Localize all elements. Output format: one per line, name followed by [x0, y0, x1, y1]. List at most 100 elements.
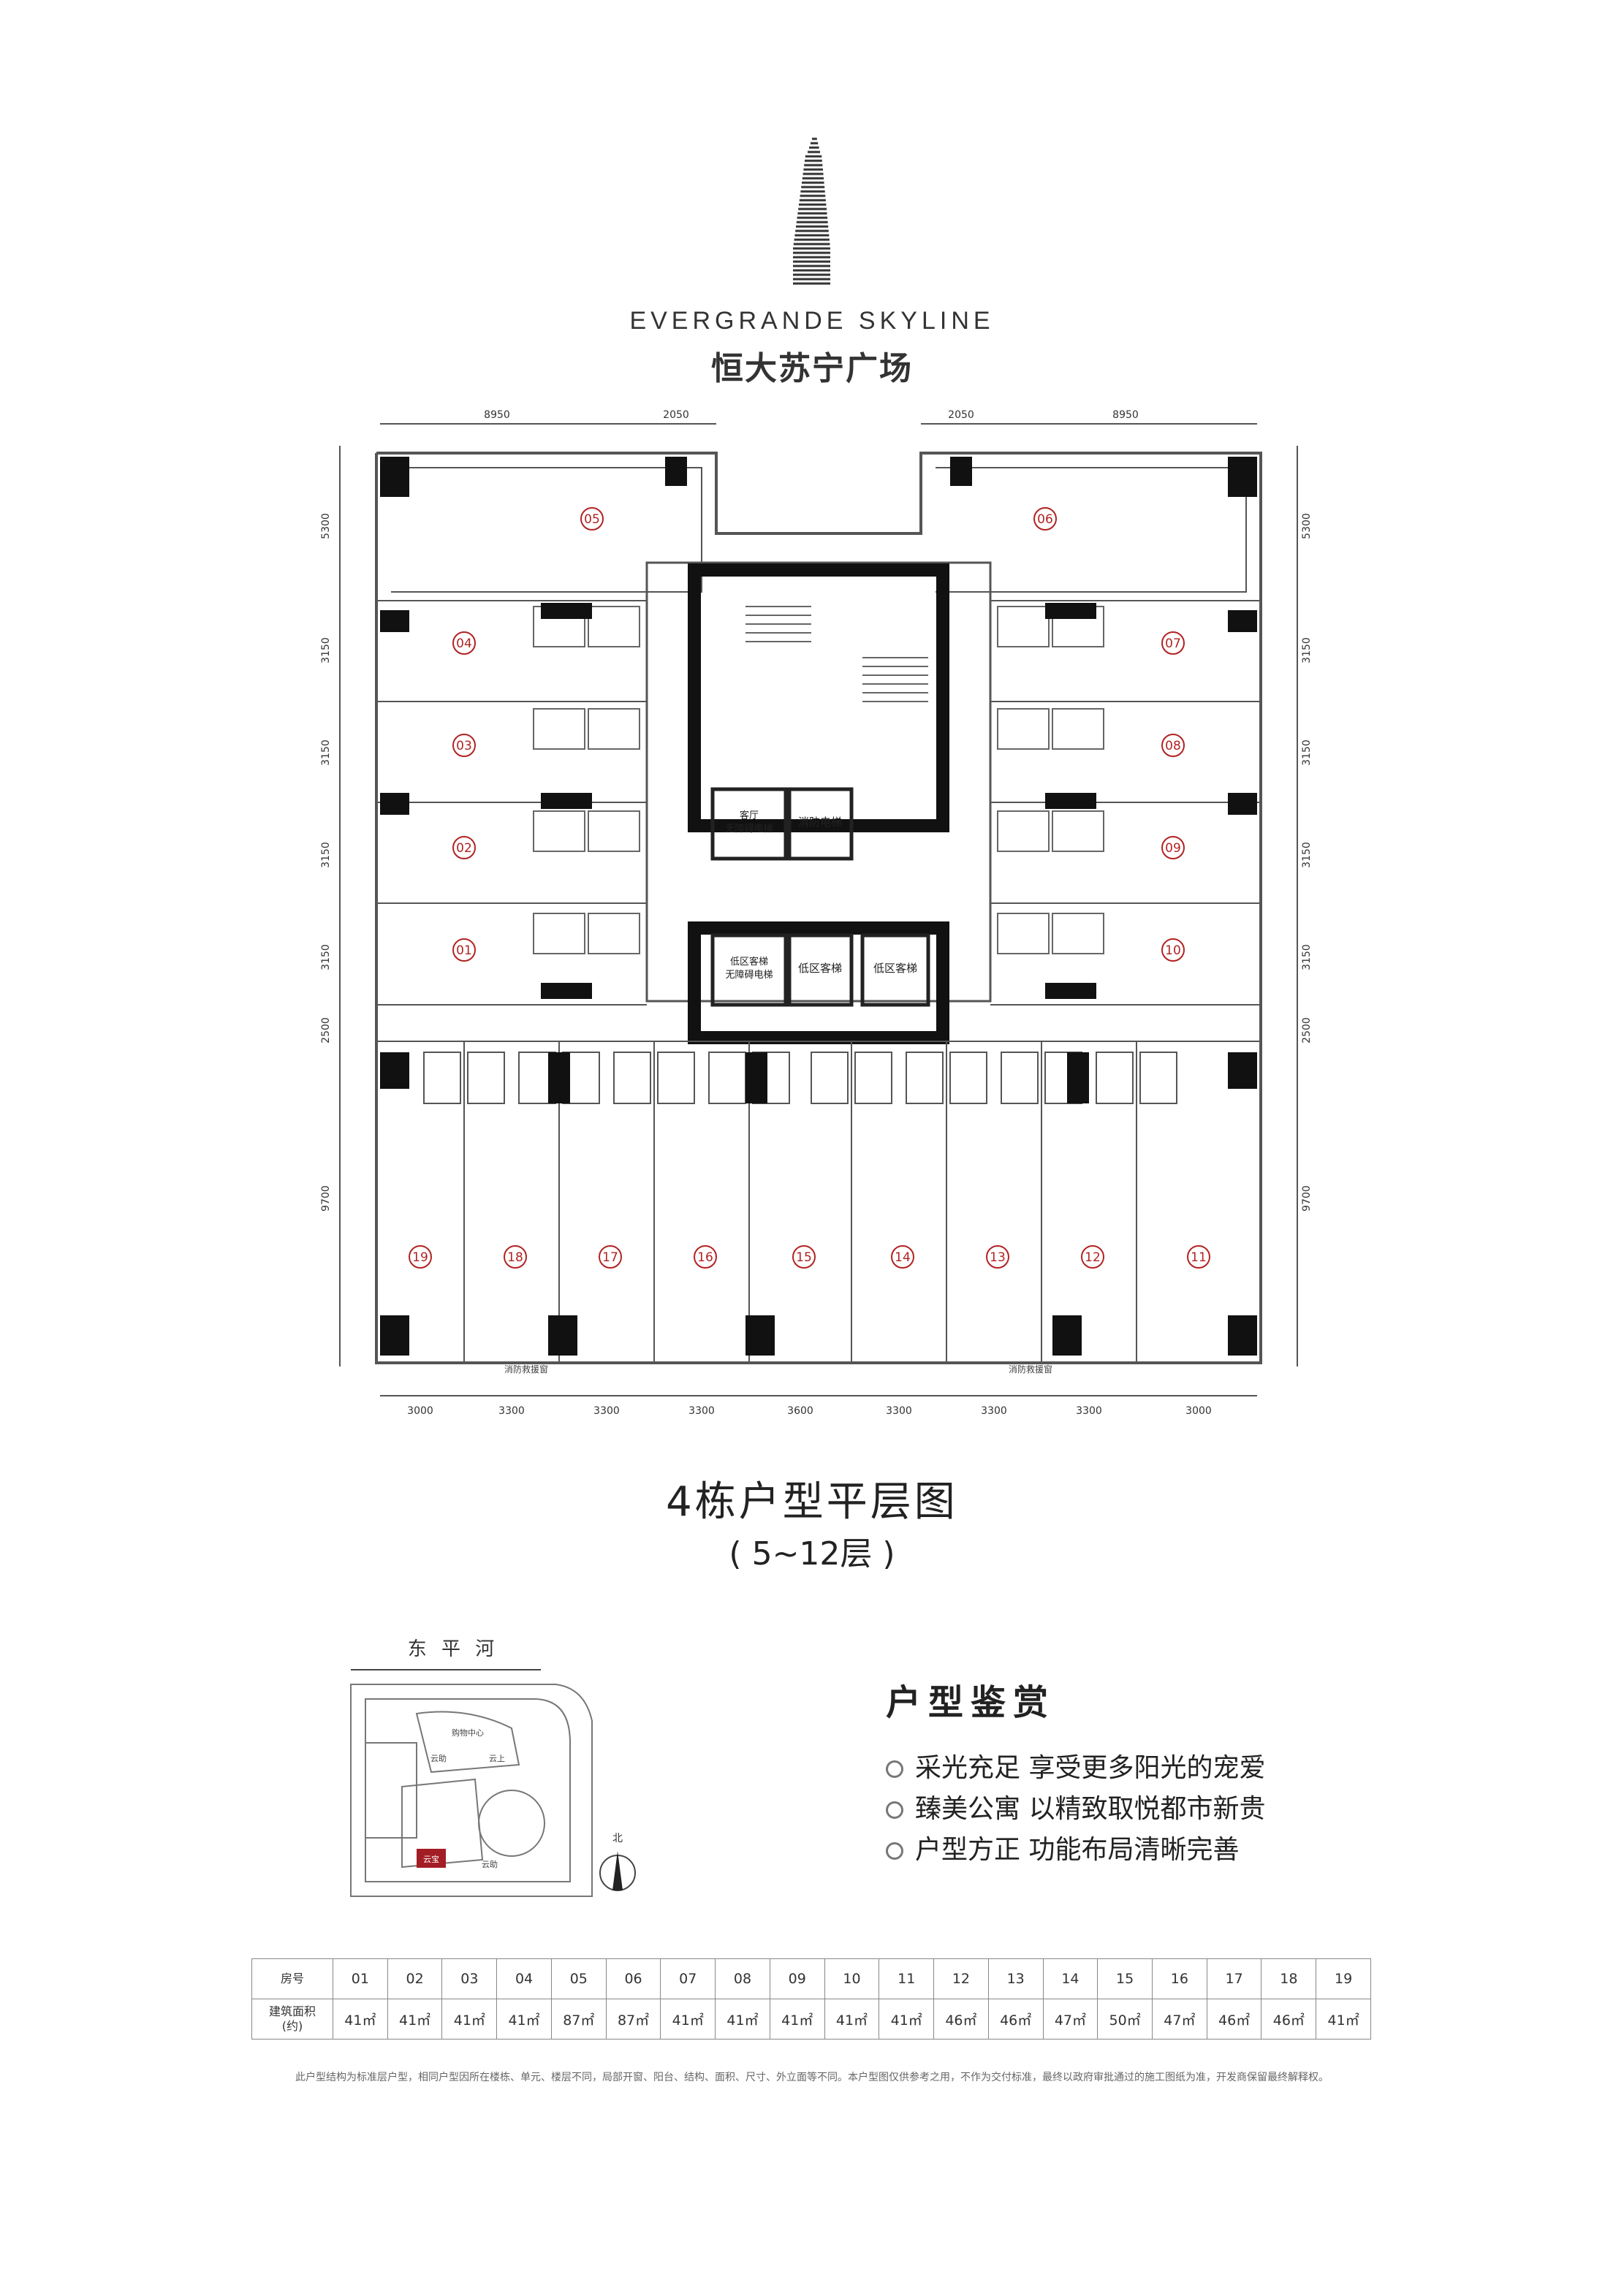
unit-marker-10: 10: [1161, 938, 1185, 962]
dim-right-4: 3150: [1301, 842, 1313, 868]
svg-text:11: 11: [1191, 1250, 1207, 1265]
fire-rescue-window-left: 消防救援窗: [504, 1364, 548, 1375]
lift-label-guest-1: 客厅: [740, 810, 759, 821]
svg-text:17: 17: [602, 1250, 618, 1265]
disclaimer: 此户型结构为标准层户型，相同户型因所在楼栋、单元、楼层不同，局部开窗、阳台、结构…: [295, 2072, 1329, 2083]
table-cell-area: 46㎡: [987, 1999, 1044, 2040]
site-label-2: 云上: [489, 1754, 505, 1763]
dim-right-6: 2500: [1301, 1017, 1313, 1044]
table-cell-area: 87㎡: [605, 1999, 661, 2040]
dim-left-3: 3150: [320, 740, 332, 766]
dim-bottom-1: 3000: [407, 1405, 433, 1417]
lift-label-lowzone-1: 低区客梯: [730, 956, 768, 968]
table-cell-area: 46㎡: [1261, 1999, 1317, 2040]
dim-bottom-8: 3300: [1076, 1405, 1102, 1417]
plan-floor-range: ( 5~12层 ): [729, 1535, 895, 1573]
dim-right-7: 9700: [1301, 1185, 1313, 1212]
dim-top-1: 8950: [484, 409, 510, 421]
dim-left-4: 3150: [320, 842, 332, 868]
svg-text:10: 10: [1165, 943, 1181, 958]
table-cell-area: 50㎡: [1097, 1999, 1153, 2040]
site-label-4: 云助: [482, 1859, 498, 1869]
table-cell-room: 06: [605, 1958, 661, 1999]
fire-rescue-window-right: 消防救援窗: [1009, 1364, 1052, 1375]
svg-text:06: 06: [1037, 512, 1053, 527]
bullet-icon: [886, 1801, 903, 1819]
tower-logo-icon: [793, 137, 830, 285]
svg-text:01: 01: [456, 943, 472, 958]
svg-text:09: 09: [1165, 841, 1181, 856]
north-arrow-icon: 北: [599, 1833, 636, 1891]
header-area: 建筑面积 (约): [251, 1999, 333, 2040]
unit-marker-15: 15: [792, 1245, 816, 1269]
table-cell-area: 41㎡: [387, 1999, 443, 2040]
table-cell-room: 07: [660, 1958, 716, 1999]
table-cell-area: 41㎡: [660, 1999, 716, 2040]
feature-item-1: 采光充足 享受更多阳光的宠爱: [886, 1746, 1265, 1784]
unit-marker-04: 04: [452, 631, 476, 655]
table-cell-room: 03: [441, 1958, 498, 1999]
svg-text:北: 北: [612, 1833, 623, 1844]
svg-text:15: 15: [796, 1250, 812, 1265]
site-label-3: 云宝: [423, 1854, 439, 1864]
table-cell-area: 41㎡: [769, 1999, 825, 2040]
site-highlight-building: [417, 1849, 446, 1868]
svg-text:04: 04: [456, 636, 472, 651]
table-cell-room: 01: [333, 1958, 388, 1999]
river-label: 东 平 河: [408, 1638, 499, 1660]
table-cell-area: 41㎡: [824, 1999, 880, 2040]
lift-label-lowzone-2: 低区客梯: [798, 962, 842, 975]
unit-marker-06: 06: [1033, 507, 1057, 531]
feature-item-2: 臻美公寓 以精致取悦都市新贵: [886, 1787, 1265, 1825]
lift-label-fire: 消防电梯: [798, 816, 842, 829]
table-cell-area: 41㎡: [1316, 1999, 1371, 2040]
bullet-icon: [886, 1842, 903, 1860]
table-cell-room: 18: [1261, 1958, 1317, 1999]
site-label-mall: 购物中心: [452, 1727, 484, 1738]
svg-text:08: 08: [1165, 739, 1181, 753]
dim-right-1: 5300: [1301, 513, 1313, 539]
table-cell-room: 11: [879, 1958, 935, 1999]
dim-right-3: 3150: [1301, 740, 1313, 766]
table-cell-area: 41㎡: [715, 1999, 770, 2040]
svg-text:02: 02: [456, 841, 472, 856]
unit-marker-17: 17: [599, 1245, 622, 1269]
bullet-icon: [886, 1760, 903, 1778]
dim-left-2: 3150: [320, 637, 332, 664]
svg-text:03: 03: [456, 739, 472, 753]
table-cell-area: 41㎡: [333, 1999, 388, 2040]
dim-bottom-7: 3300: [981, 1405, 1007, 1417]
svg-text:19: 19: [412, 1250, 428, 1265]
unit-marker-11: 11: [1187, 1245, 1210, 1269]
features-title: 户型鉴赏: [886, 1682, 1056, 1723]
table-cell-room: 10: [824, 1958, 880, 1999]
table-cell-room: 14: [1042, 1958, 1099, 1999]
table-cell-area: 87㎡: [550, 1999, 607, 2040]
unit-marker-07: 07: [1161, 631, 1185, 655]
table-cell-area: 47㎡: [1042, 1999, 1099, 2040]
dim-bottom-5: 3600: [787, 1405, 813, 1417]
dim-top-2: 2050: [663, 409, 689, 421]
table-cell-room: 16: [1152, 1958, 1207, 1999]
plan-title: 4栋户型平层图: [666, 1478, 958, 1526]
lift-label-accessible-2: 无障碍电梯: [725, 970, 773, 981]
dim-top-3: 2050: [948, 409, 974, 421]
unit-marker-19: 19: [409, 1245, 432, 1269]
table-cell-room: 09: [769, 1958, 825, 1999]
dim-bottom-4: 3300: [688, 1405, 715, 1417]
unit-marker-09: 09: [1161, 836, 1185, 859]
unit-marker-05: 05: [580, 507, 604, 531]
table-cell-area: 41㎡: [879, 1999, 935, 2040]
svg-text:18: 18: [507, 1250, 523, 1265]
table-cell-room: 05: [550, 1958, 607, 1999]
unit-marker-01: 01: [452, 938, 476, 962]
table-cell-room: 15: [1097, 1958, 1153, 1999]
site-label-1: 云助: [430, 1753, 447, 1763]
site-map: 东 平 河 购物中心 云助 云上 云助 云宝 北: [350, 1638, 636, 1897]
table-cell-room: 04: [496, 1958, 552, 1999]
table-cell-room: 13: [987, 1958, 1044, 1999]
unit-marker-03: 03: [452, 734, 476, 757]
